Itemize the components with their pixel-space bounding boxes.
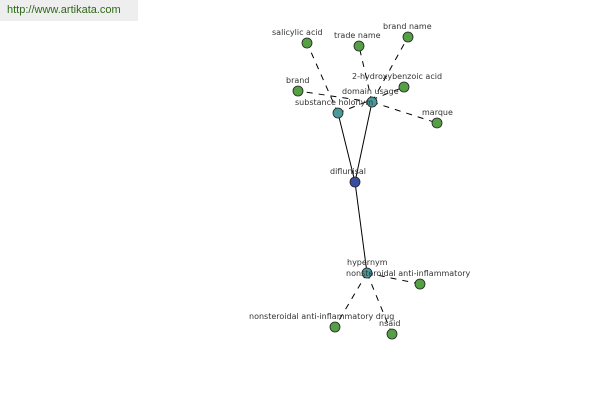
node-brand-name[interactable]	[402, 31, 414, 43]
node-label-hypernym[interactable]: hypernym	[347, 258, 388, 267]
node-substance-holonym[interactable]	[332, 107, 344, 119]
node-diflunisal[interactable]	[349, 176, 361, 188]
edge-brand	[297, 90, 373, 103]
node-label-brand[interactable]: brand	[286, 76, 309, 85]
edge-nonsteroidal-anti-inflammatory	[366, 272, 421, 285]
node-label-2-hydroxybenzoic-acid[interactable]: 2-hydroxybenzoic acid	[352, 72, 442, 81]
node-brand[interactable]	[292, 85, 304, 97]
node-label-nonsteroidal-anti-inflammatory-drug[interactable]: nonsteroidal anti-inflammatory drug	[249, 312, 394, 321]
edge-center-hypernym	[354, 181, 368, 274]
edge-nonsteroidal-anti-inflammatory-drug	[334, 272, 368, 328]
node-label-nsaid[interactable]: nsaid	[379, 319, 400, 328]
edge-trade-name	[358, 45, 373, 103]
node-marque[interactable]	[431, 117, 443, 129]
node-label-diflunisal[interactable]: diflunisal	[330, 167, 366, 176]
graph-nodes	[292, 31, 443, 340]
node-label-domain-usage[interactable]: domain usage	[342, 87, 399, 96]
url-bar: http://www.artikata.com	[0, 0, 138, 21]
node-nsaid[interactable]	[386, 328, 398, 340]
edge-brand-name	[371, 36, 409, 103]
edge-salicylic-acid	[306, 42, 339, 114]
node-domain-usage[interactable]	[366, 96, 378, 108]
node-trade-name[interactable]	[353, 40, 365, 52]
node-salicylic-acid[interactable]	[301, 37, 313, 49]
node-2-hydroxybenzoic-acid[interactable]	[398, 81, 410, 93]
node-label-salicylic-acid[interactable]: salicylic acid	[272, 28, 323, 37]
edge-center-substance-holonym	[337, 112, 356, 183]
node-hypernym[interactable]	[361, 267, 373, 279]
node-label-nonsteroidal-anti-inflammatory[interactable]: nonsteroidal anti-inflammatory	[346, 269, 471, 278]
node-label-marque[interactable]: marque	[422, 108, 453, 117]
node-label-trade-name[interactable]: trade name	[334, 31, 381, 40]
node-label-brand-name[interactable]: brand name	[383, 22, 432, 31]
graph-edges	[297, 36, 438, 335]
node-label-substance-holonym[interactable]: substance holonym	[295, 98, 373, 107]
node-nonsteroidal-anti-inflammatory-drug[interactable]	[329, 321, 341, 333]
edge-center-domain-usage	[354, 101, 373, 183]
node-nonsteroidal-anti-inflammatory[interactable]	[414, 278, 426, 290]
site-url-link[interactable]: http://www.artikata.com	[7, 4, 121, 16]
